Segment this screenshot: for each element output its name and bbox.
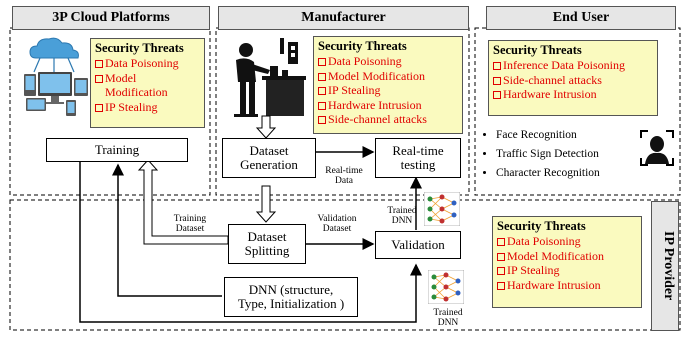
checkbox-icon: [318, 58, 326, 66]
end-user-region: [474, 27, 681, 196]
cloud-threats-panel: Security Threats Data Poisoning Model Mo…: [90, 38, 205, 128]
threat-item-continued: Modification: [105, 85, 168, 99]
ip-provider-region: [9, 199, 681, 331]
checkbox-icon: [497, 267, 505, 275]
ip-provider-threats-panel: Security Threats Data Poisoning Model Mo…: [492, 216, 642, 308]
validation-box: Validation: [375, 231, 461, 259]
dnn-icon: [428, 270, 464, 304]
threat-item: Hardware Intrusion: [497, 278, 637, 293]
threat-item: Model: [95, 71, 200, 86]
threat-item: Side-channel attacks: [318, 112, 458, 127]
checkbox-icon: [493, 91, 501, 99]
checkbox-icon: [318, 72, 326, 81]
cloud-header: 3P Cloud Platforms: [12, 6, 210, 30]
threat-item: Data Poisoning: [95, 56, 200, 71]
checkbox-icon: [497, 252, 505, 261]
ip-provider-threats-title: Security Threats: [497, 219, 586, 233]
threat-item: Inference Data Poisoning: [493, 58, 653, 73]
checkbox-icon: [318, 87, 326, 95]
cloud-threats-title: Security Threats: [95, 41, 184, 55]
checkbox-icon: [318, 101, 326, 110]
face-recognition-icon: [640, 130, 674, 166]
threat-item: Data Poisoning: [318, 54, 458, 69]
checkbox-icon: [493, 62, 501, 70]
end-user-threats-title: Security Threats: [493, 43, 582, 57]
list-item: Character Recognition: [496, 164, 656, 183]
checkbox-icon: [318, 116, 326, 124]
list-item: Face Recognition: [496, 126, 656, 145]
checkbox-icon: [95, 74, 103, 83]
training-box: Training: [46, 138, 188, 162]
threat-item: IP Stealing: [318, 83, 458, 98]
threat-item: Side-channel attacks: [493, 73, 653, 88]
manufacturer-threats-panel: Security Threats Data Poisoning Model Mo…: [313, 36, 463, 134]
checkbox-icon: [95, 103, 103, 112]
end-user-threats-panel: Security Threats Inference Data Poisonin…: [488, 40, 658, 116]
dnn-icon: [424, 192, 460, 226]
checkbox-icon: [497, 281, 505, 290]
threat-item: IP Stealing: [95, 100, 200, 115]
application-list: Face Recognition Traffic Sign Detection …: [482, 126, 656, 183]
threat-item: Model Modification: [497, 249, 637, 264]
manufacturer-worker-icon: [234, 38, 306, 117]
dnn-box: DNN (structure,Type, Initialization ): [224, 277, 358, 317]
list-item: Traffic Sign Detection: [496, 145, 656, 164]
checkbox-icon: [497, 238, 505, 246]
manufacturer-header: Manufacturer: [218, 6, 469, 30]
threat-item: IP Stealing: [497, 263, 637, 278]
manufacturer-threats-title: Security Threats: [318, 39, 407, 53]
checkbox-icon: [493, 76, 501, 85]
cloud-devices-icon: [24, 37, 88, 116]
threat-item: Hardware Intrusion: [318, 98, 458, 113]
threat-item: Model Modification: [318, 69, 458, 84]
checkbox-icon: [95, 60, 103, 68]
ip-provider-label: IP Provider: [651, 201, 679, 331]
end-user-header: End User: [486, 6, 676, 30]
threat-item: Hardware Intrusion: [493, 87, 653, 102]
threat-item: Data Poisoning: [497, 234, 637, 249]
